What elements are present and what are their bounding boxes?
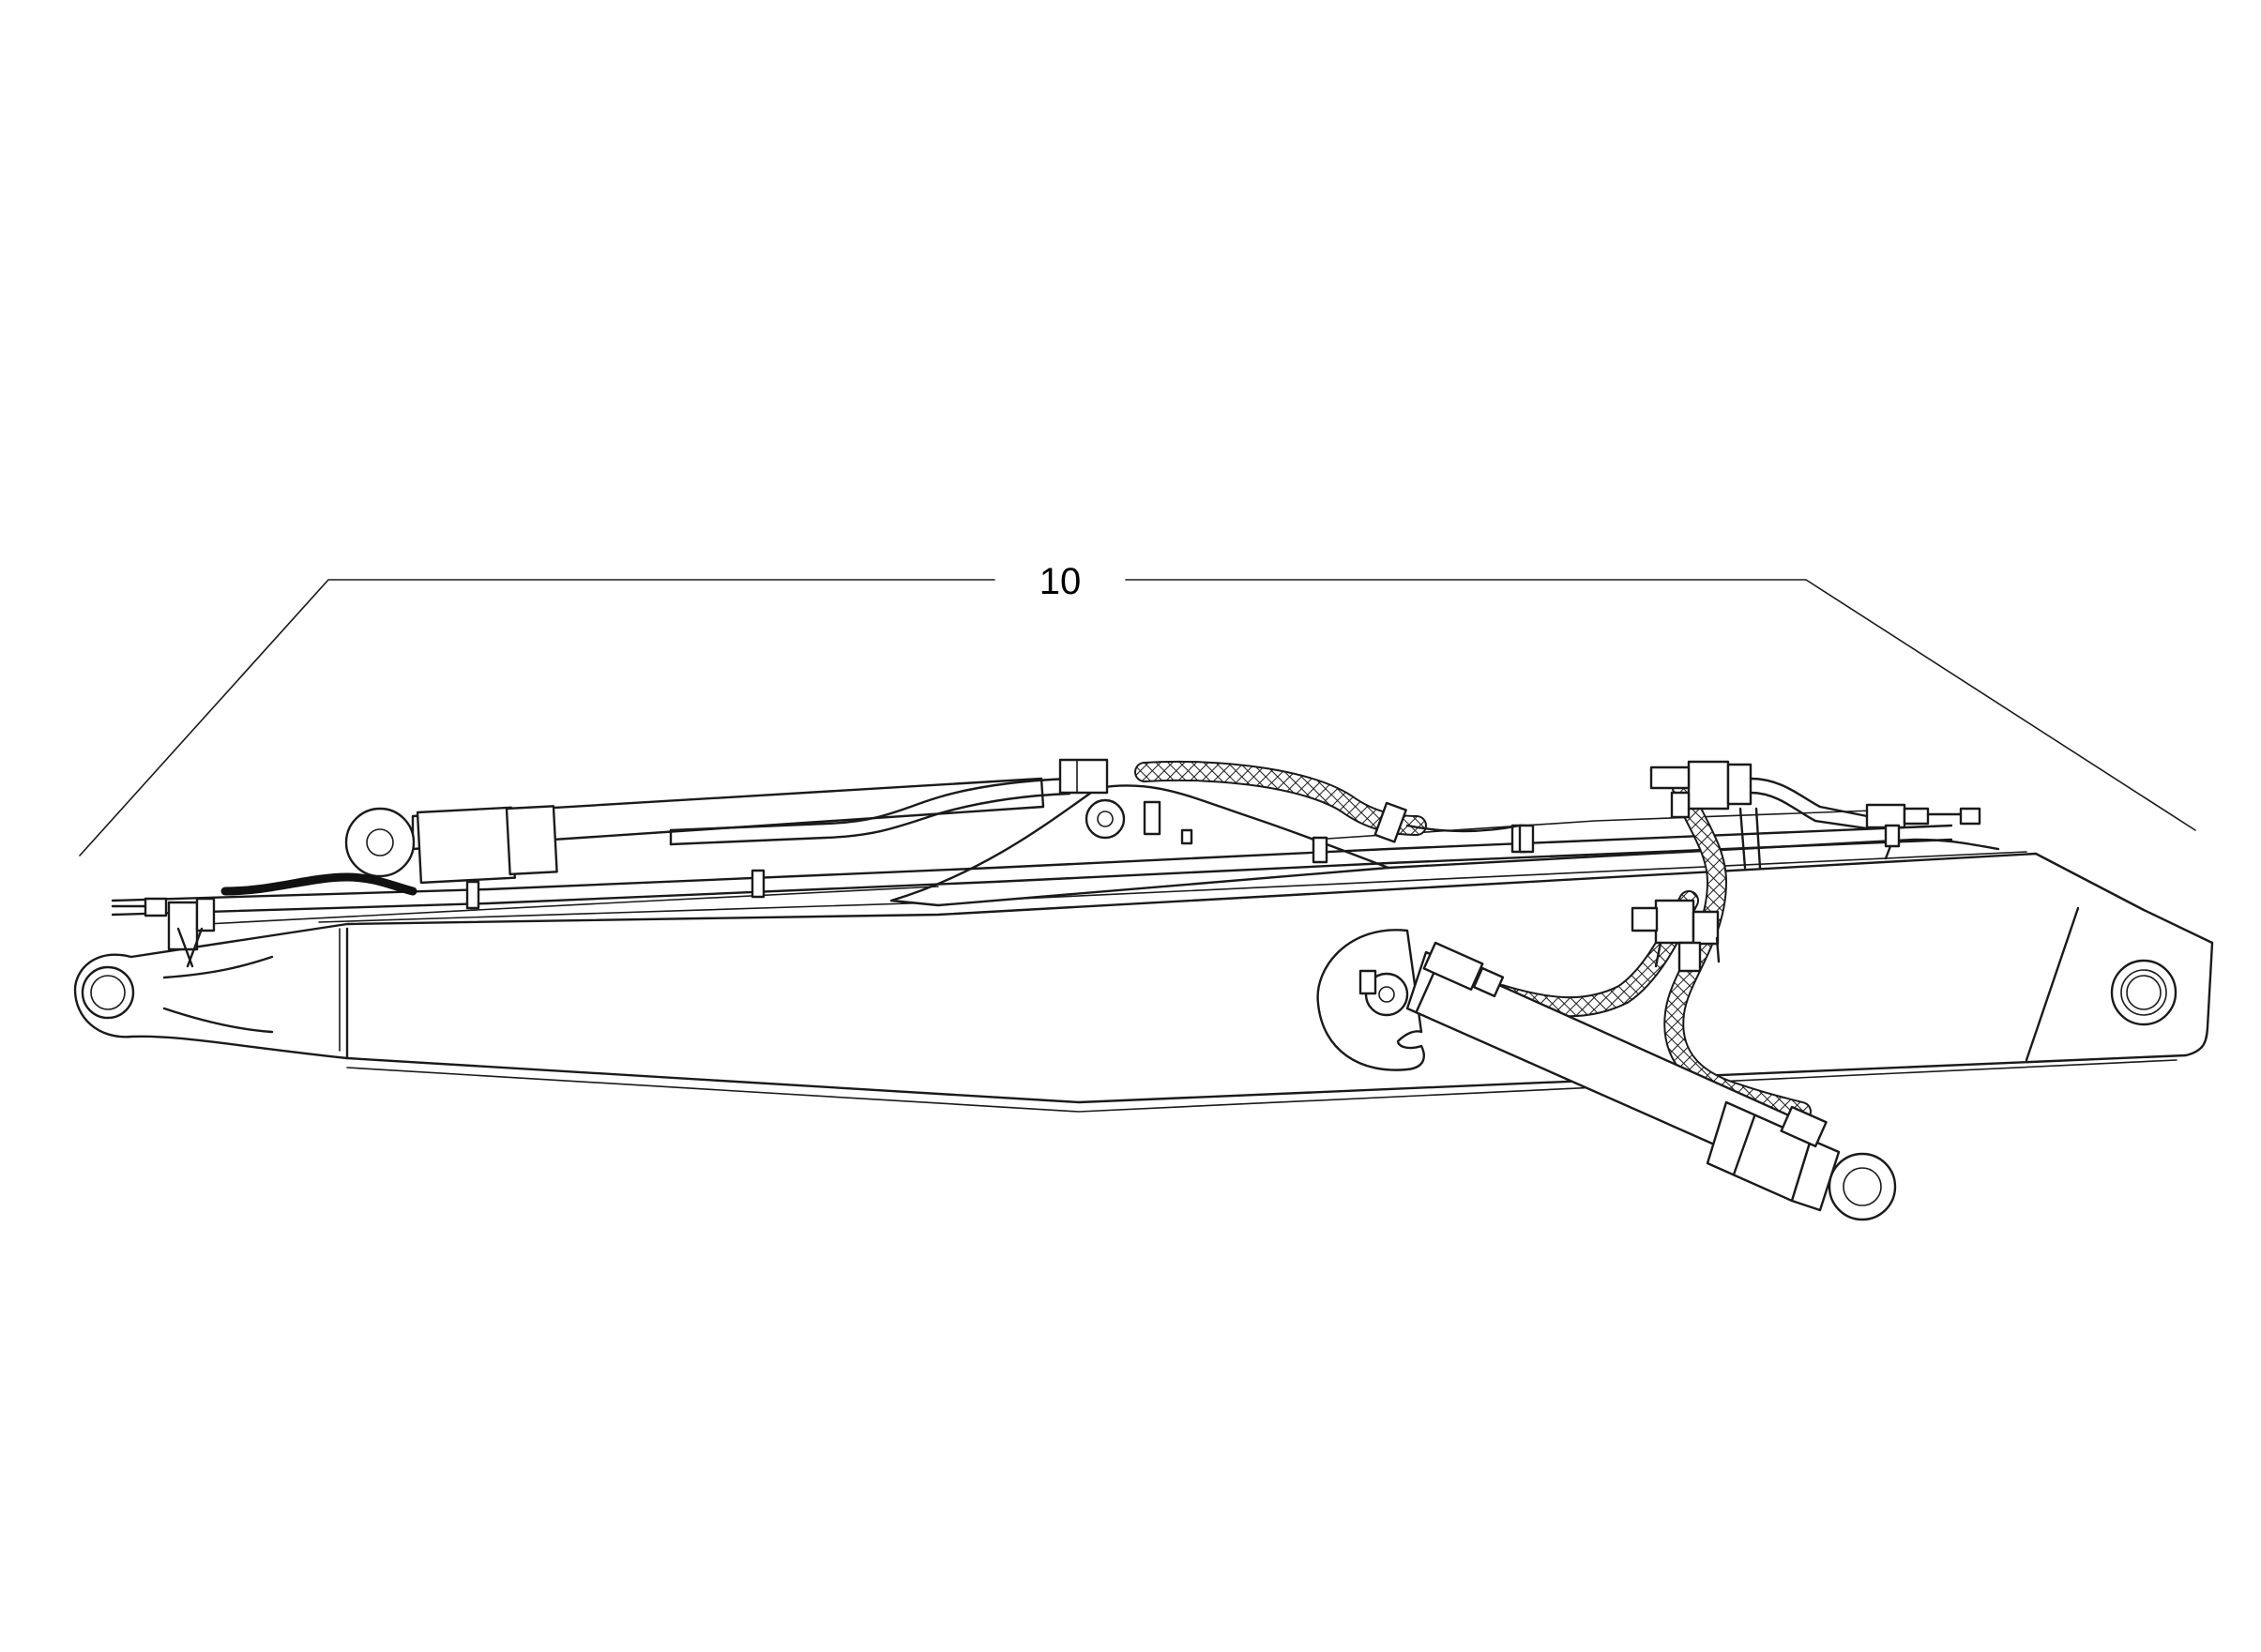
lifting-bracket: [1085, 798, 1193, 845]
callout-bracket: 10: [79, 561, 2196, 856]
callout-label: 10: [1039, 561, 1082, 602]
rear-manifold: [1649, 760, 1981, 870]
center-connectors: [1631, 899, 1721, 973]
bucket-cylinder: [1316, 929, 1897, 1221]
boom-tip-eye: [81, 965, 135, 1020]
arm-cylinder: [344, 758, 1109, 885]
